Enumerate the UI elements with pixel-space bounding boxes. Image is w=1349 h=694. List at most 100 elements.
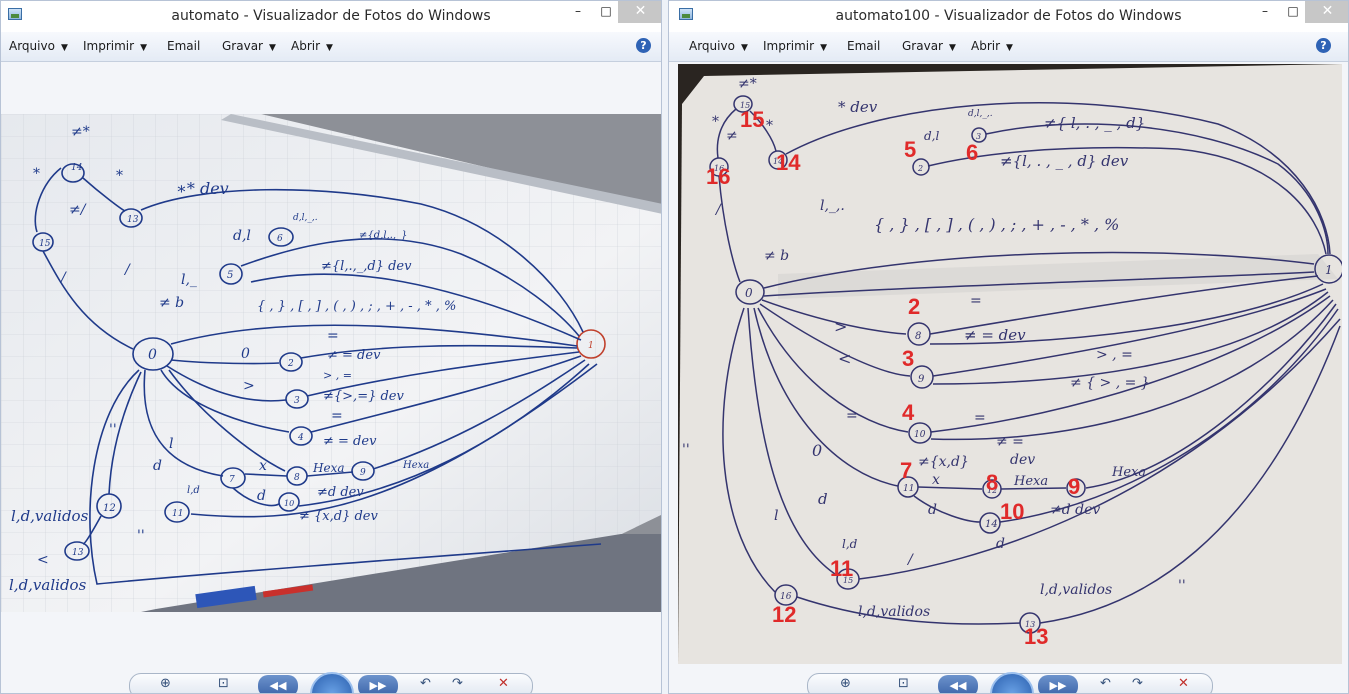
- automaton-whiteboard-drawing: 14 13 15 6 5 0 2 3 4 7 8 9 10 11 12 13 1: [1, 114, 661, 612]
- zoom-icon[interactable]: ⊕: [160, 676, 171, 691]
- minimize-button[interactable]: –: [575, 4, 581, 18]
- transition-label: *: [766, 118, 773, 134]
- state-label: 0: [745, 286, 753, 300]
- menu-gravar[interactable]: Gravar ▼: [902, 39, 956, 53]
- transition-label: dev: [1010, 452, 1035, 468]
- state-label: 8: [915, 331, 921, 342]
- next-button[interactable]: ▶▶: [1038, 675, 1078, 693]
- actual-size-icon[interactable]: ⊡: [898, 676, 909, 691]
- automaton-paper-drawing: 15 16 14 2 3 0 1 8 9 10 11 12 14 16 13 1…: [678, 64, 1342, 664]
- rotate-right-icon[interactable]: ↷: [452, 676, 463, 691]
- menu-email[interactable]: Email: [847, 39, 880, 53]
- transition-label: l,d: [842, 537, 858, 551]
- delete-icon[interactable]: ✕: [498, 676, 509, 691]
- transition-label: x: [259, 458, 267, 474]
- transition-label: ≠: [726, 128, 738, 144]
- help-icon[interactable]: ?: [636, 38, 651, 53]
- menu-imprimir[interactable]: Imprimir ▼: [83, 39, 147, 53]
- state-label: 5: [227, 270, 233, 281]
- chevron-down-icon: ▼: [268, 43, 276, 53]
- transition-label: ≠ = dev: [323, 434, 377, 449]
- annotation-number: 14: [776, 150, 801, 175]
- chevron-down-icon: ▼: [948, 43, 956, 53]
- transition-label: x: [932, 472, 940, 488]
- transition-label: d: [818, 490, 828, 508]
- transition-label: d: [153, 458, 162, 474]
- zoom-icon[interactable]: ⊕: [840, 676, 851, 691]
- annotation-number: 15: [740, 107, 764, 132]
- photo-viewer-app-icon[interactable]: [8, 8, 22, 20]
- transition-label: l,d,validos: [11, 507, 89, 525]
- menu-email[interactable]: Email: [167, 39, 200, 53]
- next-button[interactable]: ▶▶: [358, 675, 398, 693]
- menu-abrir[interactable]: Abrir▼: [971, 39, 1013, 53]
- transition-label: *: [712, 114, 719, 130]
- menu-arquivo[interactable]: Arquivo▼: [9, 39, 68, 53]
- state-label: 16: [714, 164, 724, 173]
- chevron-down-icon: ▼: [1006, 43, 1013, 53]
- transition-label: d: [928, 502, 937, 518]
- transition-label: Hexa: [1111, 465, 1146, 480]
- rotate-right-icon[interactable]: ↷: [1132, 676, 1143, 691]
- transition-label: ≠ b: [764, 248, 789, 264]
- transition-label: <: [838, 349, 851, 368]
- menu-label: Imprimir: [83, 39, 135, 53]
- transition-label: l: [169, 436, 173, 452]
- title-bar[interactable]: automato - Visualizador de Fotos do Wind…: [1, 1, 661, 32]
- transition-label: d: [257, 488, 266, 504]
- delete-icon[interactable]: ✕: [1178, 676, 1189, 691]
- transition-label: /: [59, 270, 67, 286]
- actual-size-icon[interactable]: ⊡: [218, 676, 229, 691]
- state-label: 13: [1025, 620, 1035, 629]
- state-label: 10: [914, 430, 926, 440]
- transition-label: =: [974, 410, 986, 426]
- transition-label: '': [137, 528, 145, 544]
- menu-label: Email: [167, 39, 201, 53]
- close-button[interactable]: ✕: [1305, 1, 1348, 23]
- menu-arquivo[interactable]: Arquivo▼: [689, 39, 748, 53]
- transition-label: Hexa: [402, 460, 429, 471]
- menu-imprimir[interactable]: Imprimir▼: [763, 39, 827, 53]
- maximize-button[interactable]: □: [1287, 4, 1299, 18]
- annotation-number: 2: [908, 294, 920, 319]
- transition-label: ≠d dev: [1050, 502, 1100, 518]
- state-label: 0: [148, 347, 157, 363]
- transition-label: ≠{l,.,_,d} dev: [321, 259, 412, 274]
- state-label: 16: [780, 592, 792, 602]
- transition-label: =: [846, 408, 858, 424]
- annotation-number: 9: [1068, 474, 1080, 499]
- annotation-number: 16: [706, 164, 730, 189]
- photo-viewer-app-icon[interactable]: [679, 8, 693, 20]
- maximize-button[interactable]: □: [600, 4, 612, 18]
- minimize-button[interactable]: –: [1262, 4, 1268, 18]
- transition-label: ≠ b: [159, 295, 184, 311]
- close-button[interactable]: ✕: [618, 1, 661, 23]
- state-label: 12: [987, 486, 997, 495]
- menu-label: Imprimir: [763, 39, 815, 53]
- transition-label: l,_,.: [820, 198, 845, 214]
- menu-label: Gravar: [902, 39, 943, 53]
- state-label: 2: [287, 359, 294, 369]
- transition-label: l,d,validos: [858, 604, 930, 620]
- annotation-number: 5: [904, 137, 916, 162]
- transition-label: ≠{d,l,.,_}: [359, 230, 407, 241]
- title-bar[interactable]: automato100 - Visualizador de Fotos do W…: [669, 1, 1348, 32]
- chevron-down-icon: ▼: [60, 43, 68, 53]
- menu-abrir[interactable]: Abrir▼: [291, 39, 333, 53]
- photo-viewport: 15 16 14 2 3 0 1 8 9 10 11 12 14 16 13 1…: [669, 62, 1348, 665]
- slideshow-button[interactable]: [310, 672, 354, 693]
- menu-bar: Arquivo▼ Imprimir▼ Email Gravar▼ Abrir▼ …: [1, 32, 661, 62]
- help-icon[interactable]: ?: [1316, 38, 1331, 53]
- rotate-left-icon[interactable]: ↶: [420, 676, 431, 691]
- previous-button[interactable]: ◀◀: [258, 675, 298, 693]
- annotation-number: 4: [902, 400, 915, 425]
- slideshow-button[interactable]: [990, 672, 1034, 693]
- previous-button[interactable]: ◀◀: [938, 675, 978, 693]
- state-label: 15: [39, 239, 51, 249]
- chevron-down-icon: ▼: [140, 43, 147, 53]
- menu-gravar[interactable]: Gravar▼: [222, 39, 276, 53]
- transition-label: ≠d dev: [317, 485, 364, 500]
- rotate-left-icon[interactable]: ↶: [1100, 676, 1111, 691]
- transition-label: >: [243, 378, 255, 394]
- transition-label: ≠ { > , = }: [1070, 375, 1150, 391]
